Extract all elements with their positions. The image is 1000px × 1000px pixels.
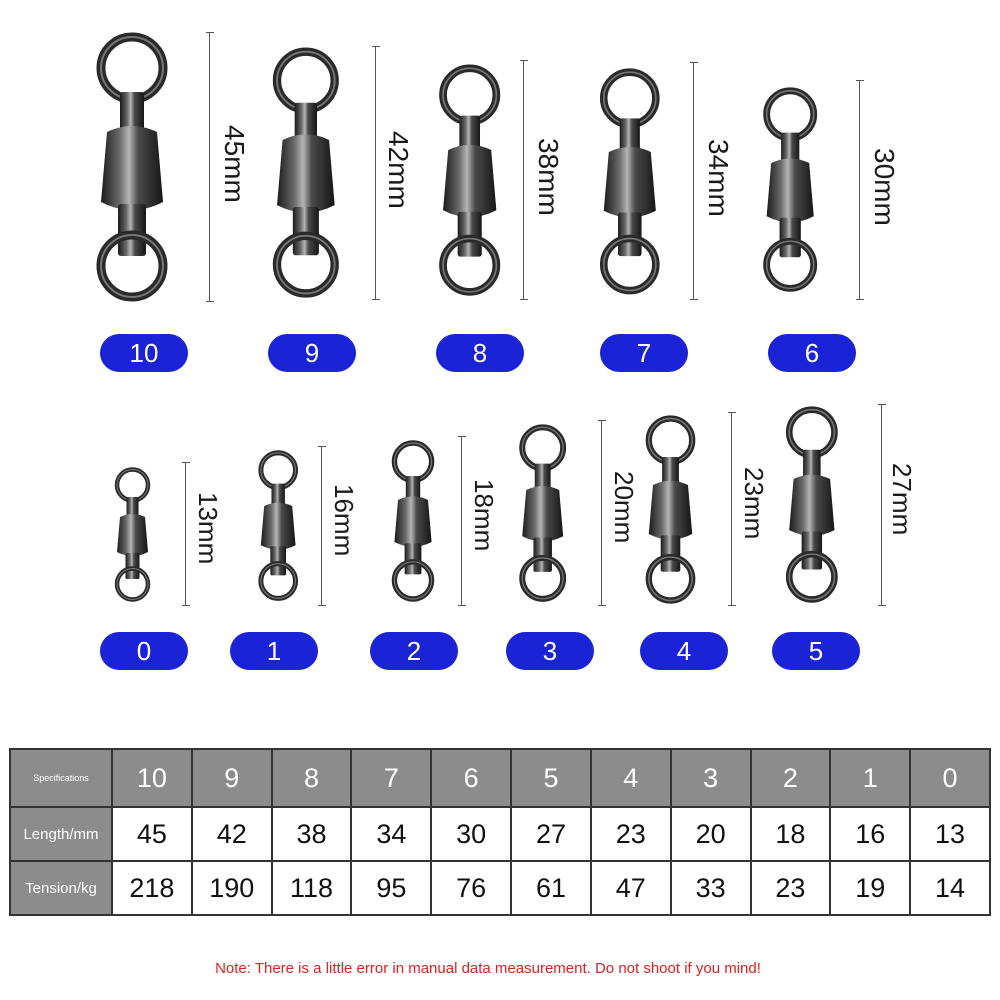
length-label: 13mm [193, 492, 223, 565]
length-label-cell: Length/mm [9, 806, 113, 862]
tension-cell: 76 [430, 860, 513, 916]
size-header-cell: 8 [270, 748, 353, 808]
swivel-size-0 [110, 466, 155, 607]
size-header-cell: 5 [510, 748, 592, 808]
length-cell: 23 [589, 806, 672, 862]
length-cell: 38 [270, 806, 353, 862]
size-badge-6: 6 [768, 334, 856, 372]
measurement-note: Note: There is a little error in manual … [215, 960, 761, 977]
length-cell: 20 [669, 806, 752, 862]
tension-cell: 190 [190, 860, 273, 916]
size-badge-10: 10 [100, 334, 188, 372]
length-cell: 34 [350, 806, 433, 862]
swivel-graphic [114, 466, 150, 602]
dimension-line [318, 446, 326, 606]
length-cell: 18 [749, 806, 832, 862]
dimension-line [878, 404, 886, 606]
size-badge-4: 4 [640, 632, 728, 670]
dimension-line [728, 412, 736, 606]
tension-cell: 61 [510, 860, 592, 916]
length-label: 34mm [703, 139, 734, 217]
length-label: 38mm [533, 138, 564, 216]
size-header-cell: 4 [589, 748, 672, 808]
swivel-graphic [519, 424, 567, 602]
size-badge-7: 7 [600, 334, 688, 372]
size-header-cell: 1 [829, 748, 912, 808]
length-cell: 16 [829, 806, 912, 862]
length-label: 42mm [383, 131, 414, 209]
dimension-line [182, 462, 190, 606]
swivel-size-9 [264, 47, 348, 303]
swivel-size-3 [513, 424, 572, 607]
swivel-graphic [786, 406, 838, 604]
tension-cell: 23 [749, 860, 832, 916]
swivel-graphic [645, 414, 695, 604]
length-cell: 27 [510, 806, 592, 862]
tension-cell: 14 [909, 860, 991, 916]
swivel-size-7 [592, 68, 668, 300]
swivel-graphic [391, 440, 435, 602]
swivel-size-5 [779, 406, 845, 608]
tension-label-cell: Tension/kg [9, 860, 113, 916]
dimension-line [372, 46, 380, 300]
swivel-graphic [96, 32, 168, 302]
length-cell: 13 [909, 806, 991, 862]
length-label: 23mm [739, 467, 769, 540]
swivel-graphic [439, 64, 501, 296]
length-label: 30mm [869, 148, 900, 226]
tension-cell: 33 [669, 860, 752, 916]
specifications-header-cell: Specifications [9, 748, 113, 808]
size-header-cell: 0 [909, 748, 991, 808]
length-label: 18mm [469, 479, 499, 552]
size-badge-9: 9 [268, 334, 356, 372]
swivel-graphic [763, 87, 817, 293]
tension-cell: 47 [589, 860, 672, 916]
swivel-size-10 [87, 32, 177, 307]
swivel-size-2 [386, 440, 440, 607]
dimension-line [598, 420, 606, 606]
swivel-size-1 [253, 450, 303, 606]
size-header-cell: 10 [111, 748, 193, 808]
swivel-size-4 [639, 414, 702, 609]
size-badge-8: 8 [436, 334, 524, 372]
length-label: 27mm [887, 463, 917, 536]
swivel-size-6 [756, 87, 824, 297]
tension-cell: 19 [829, 860, 912, 916]
length-label: 45mm [219, 125, 250, 203]
size-badge-5: 5 [772, 632, 860, 670]
size-badge-1: 1 [230, 632, 318, 670]
tension-cell: 118 [270, 860, 353, 916]
size-header-cell: 3 [669, 748, 752, 808]
tension-cell: 95 [350, 860, 433, 916]
swivel-size-8 [431, 64, 508, 301]
size-badge-0: 0 [100, 632, 188, 670]
size-header-cell: 6 [430, 748, 513, 808]
dimension-line [856, 80, 864, 300]
size-header-cell: 2 [749, 748, 832, 808]
length-cell: 42 [190, 806, 273, 862]
dimension-line [206, 32, 214, 302]
length-cell: 45 [111, 806, 193, 862]
dimension-line [520, 60, 528, 300]
swivel-graphic [258, 450, 298, 602]
size-header-cell: 7 [350, 748, 433, 808]
length-cell: 30 [430, 806, 513, 862]
size-badge-3: 3 [506, 632, 594, 670]
dimension-line [690, 62, 698, 300]
swivel-graphic [272, 47, 339, 299]
dimension-line [458, 436, 466, 606]
length-label: 16mm [329, 484, 359, 557]
size-badge-2: 2 [370, 632, 458, 670]
swivel-graphic [600, 68, 660, 294]
length-label: 20mm [609, 471, 639, 544]
tension-cell: 218 [111, 860, 193, 916]
size-header-cell: 9 [190, 748, 273, 808]
